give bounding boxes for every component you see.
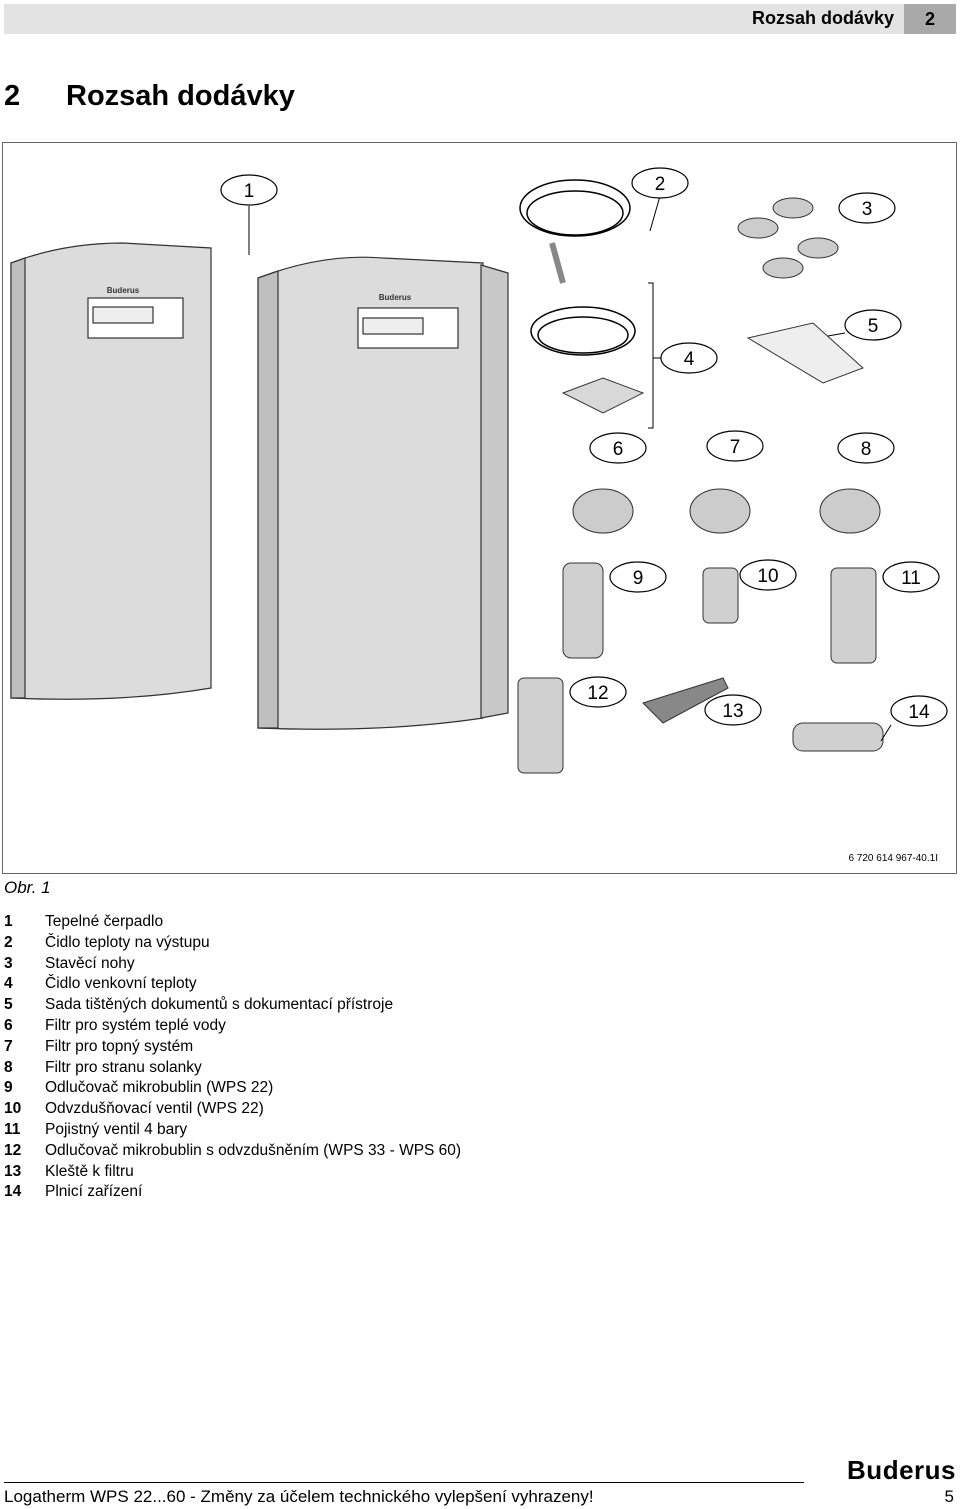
svg-text:3: 3 — [862, 199, 873, 220]
heat-pump-illustration: Buderus Buderus — [10, 242, 509, 730]
accessories-illustration — [517, 562, 884, 774]
section-title-text: Rozsah dodávky — [66, 80, 295, 112]
callout-10: 10 — [739, 559, 797, 591]
svg-text:14: 14 — [908, 702, 930, 723]
buderus-logo: Buderus — [847, 1455, 956, 1485]
svg-text:2: 2 — [655, 174, 666, 195]
callout-9: 9 — [609, 561, 667, 593]
adjustable-feet-illustration — [737, 197, 839, 279]
callout-7: 7 — [706, 430, 764, 462]
svg-text:7: 7 — [730, 437, 741, 458]
callout-leaders — [248, 195, 892, 742]
footer-text: Logatherm WPS 22...60 - Změny za účelem … — [4, 1487, 594, 1506]
figure-caption: Obr. 1 — [4, 878, 51, 897]
callout-8: 8 — [837, 432, 895, 464]
figure-id: 6 720 614 967-40.1I — [848, 853, 938, 864]
svg-text:8: 8 — [861, 439, 872, 460]
svg-text:Buderus: Buderus — [379, 293, 412, 302]
svg-text:5: 5 — [868, 316, 879, 337]
callout-5: 5 — [844, 309, 902, 341]
svg-text:4: 4 — [684, 349, 695, 370]
header-chapter-number: 2 — [904, 4, 956, 34]
callout-6: 6 — [589, 432, 647, 464]
page-number: 5 — [944, 1487, 954, 1506]
figure-illustration: Buderus Buderus — [10, 167, 948, 774]
svg-text:12: 12 — [587, 683, 608, 704]
section-number: 2 — [4, 80, 21, 112]
sensor-cable-illustration — [519, 179, 636, 356]
callout-2: 2 — [631, 167, 689, 199]
callout-11: 11 — [882, 561, 940, 593]
svg-text:6: 6 — [613, 439, 624, 460]
header-title: Rozsah dodávky — [751, 8, 894, 28]
callout-13: 13 — [704, 694, 762, 726]
callout-3: 3 — [838, 192, 896, 224]
svg-text:13: 13 — [722, 701, 743, 722]
callout-4: 4 — [660, 342, 718, 374]
svg-text:10: 10 — [757, 566, 778, 587]
ball-valves-illustration — [572, 488, 881, 534]
footer-divider — [4, 1482, 804, 1483]
callout-1: 1 — [220, 174, 278, 206]
figure-delivery-scope: Buderus Buderus — [2, 142, 957, 874]
header-bar — [4, 4, 956, 34]
svg-text:9: 9 — [633, 568, 644, 589]
callout-12: 12 — [569, 676, 627, 708]
svg-text:11: 11 — [901, 568, 921, 589]
section-title: 2 Rozsah dodávky — [4, 80, 295, 113]
callout-14: 14 — [890, 695, 948, 727]
documents-illustration — [561, 322, 864, 414]
svg-text:Buderus: Buderus — [107, 286, 140, 295]
svg-text:1: 1 — [244, 181, 255, 202]
